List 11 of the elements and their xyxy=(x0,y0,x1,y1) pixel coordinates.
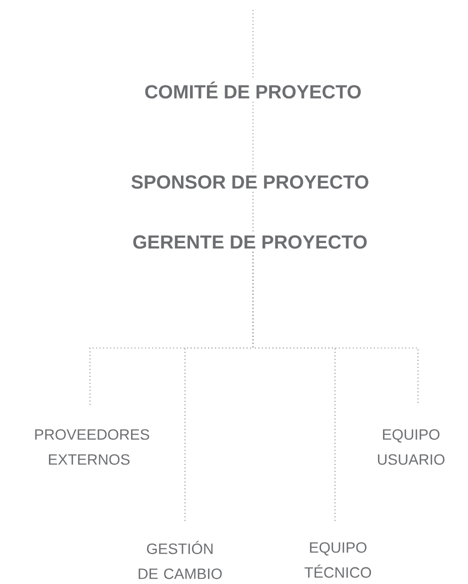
role-label: COMITÉ DE PROYECTO xyxy=(145,82,361,99)
connector-line xyxy=(252,192,254,232)
team-label: EQUIPO USUARIO xyxy=(378,429,444,465)
role-label: GERENTE DE PROYECTO xyxy=(133,235,367,249)
connector-line xyxy=(252,252,336,523)
team-label: EQUIPO TÉCNICO xyxy=(304,542,372,578)
connector-line xyxy=(252,10,254,78)
team-label: PROVEEDORES EXTERNOS xyxy=(35,429,150,465)
role-label: SPONSOR DE PROYECTO xyxy=(131,175,368,189)
connector-line xyxy=(252,102,254,172)
team-label: GESTIÓN DE CAMBIO xyxy=(138,540,222,580)
